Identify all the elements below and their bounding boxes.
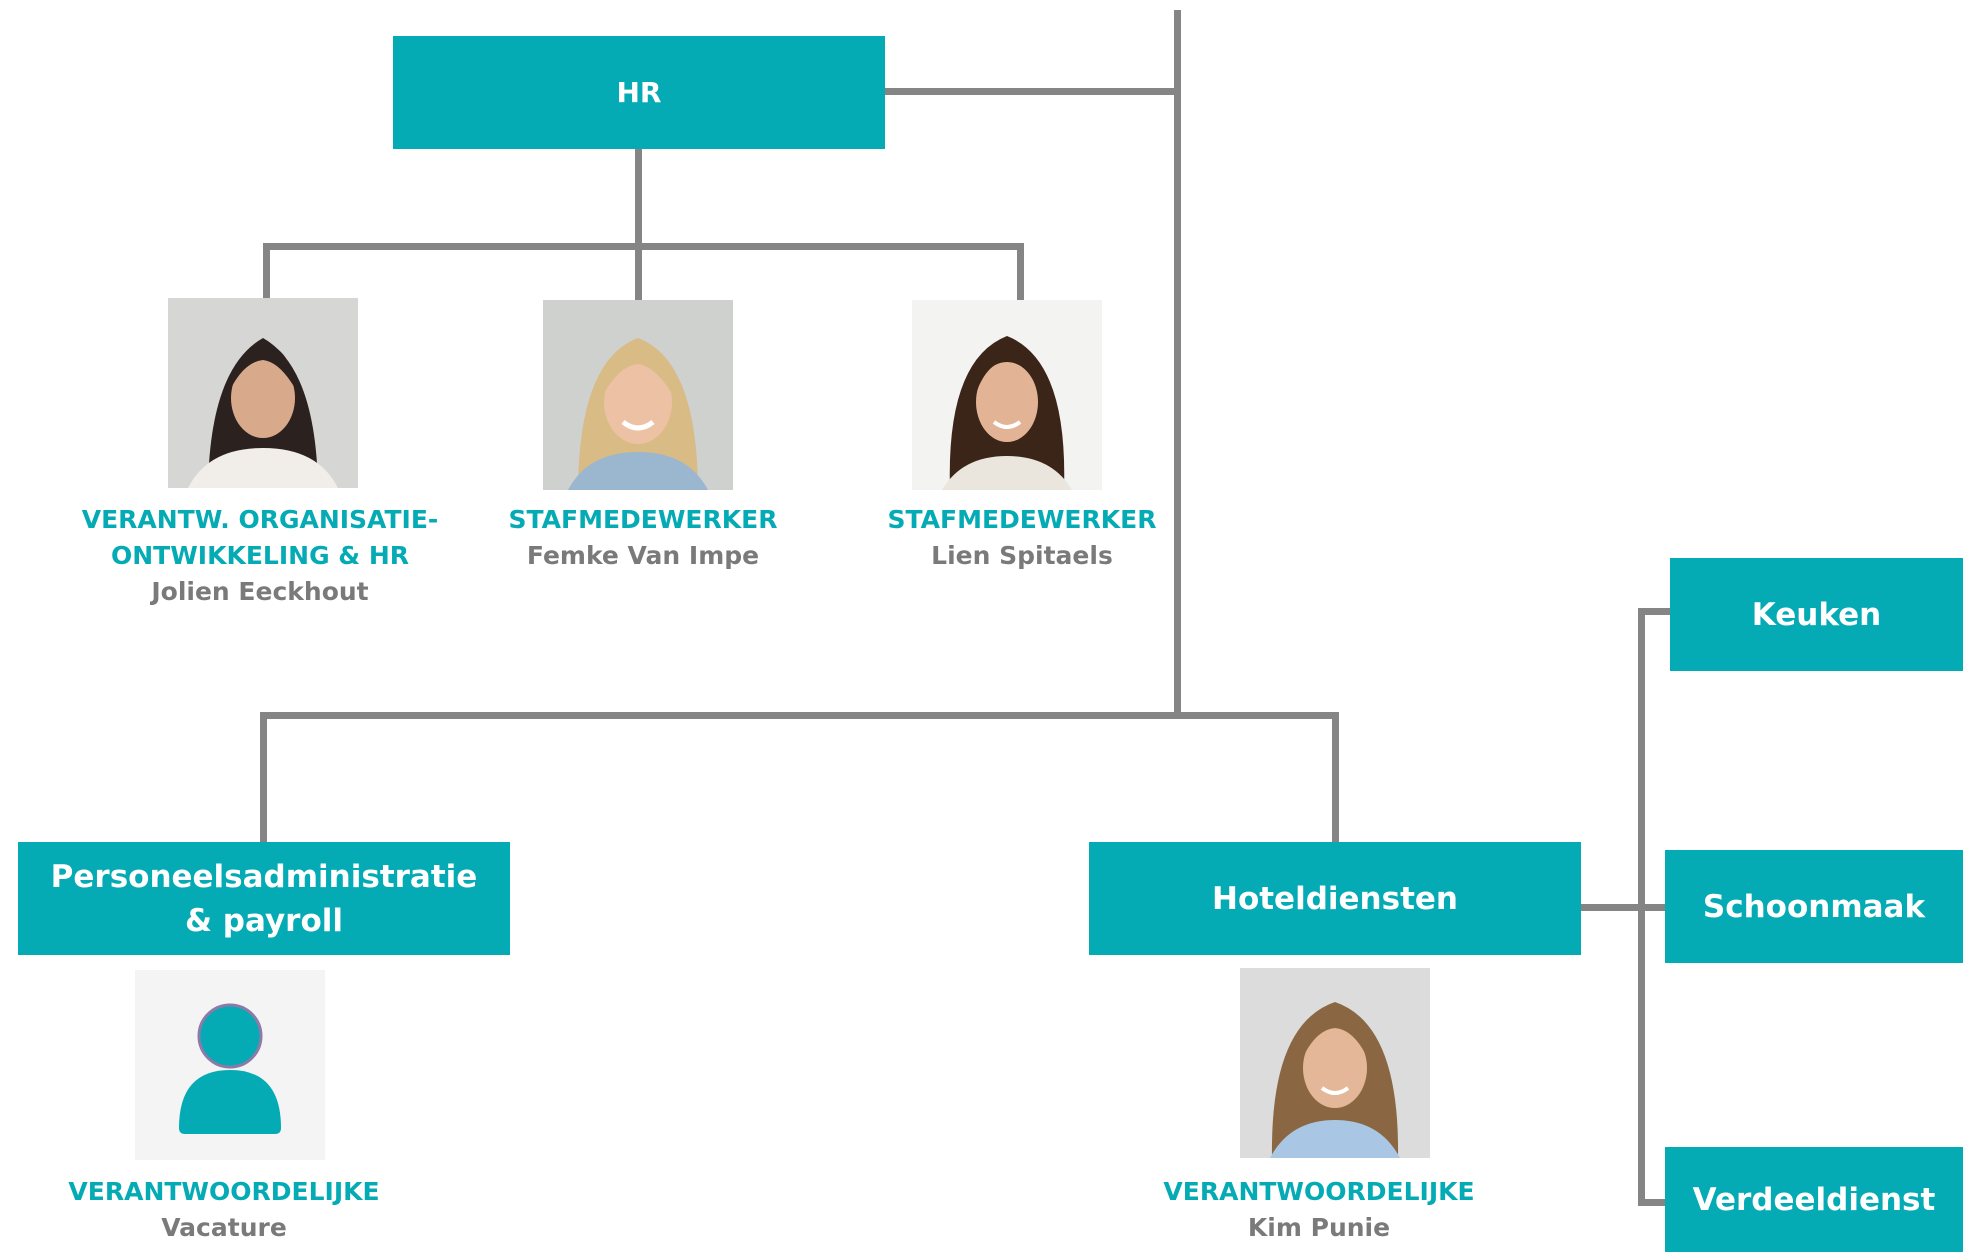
connector-main-vertical [1174, 10, 1181, 716]
name-jolien: Jolien Eeckhout [151, 577, 369, 606]
role-jolien: VERANTW. ORGANISATIE- ONTWIKKELING & HR [81, 505, 439, 570]
label-jolien-eeckhout: VERANTW. ORGANISATIE- ONTWIKKELING & HR … [60, 502, 460, 610]
unit-hoteldiensten: Hoteldiensten [1089, 842, 1581, 955]
unit-hr: HR [393, 36, 885, 149]
connector-hotel-right [1580, 904, 1665, 911]
connector-hr-down [635, 148, 642, 303]
role-lien: STAFMEDEWERKER [887, 505, 1157, 534]
unit-hoteldiensten-label: Hoteldiensten [1212, 880, 1458, 917]
label-kim-punie: VERANTWOORDELIJKE Kim Punie [1139, 1174, 1499, 1246]
label-femke-van-impe: STAFMEDEWERKER Femke Van Impe [483, 502, 803, 574]
role-femke: STAFMEDEWERKER [508, 505, 778, 534]
role-vacature: VERANTWOORDELIJKE [68, 1177, 380, 1206]
name-femke: Femke Van Impe [526, 541, 760, 570]
connector-hr-staff-horizontal [263, 243, 1024, 250]
unit-verdeeldienst-label: Verdeeldienst [1692, 1181, 1936, 1218]
user-placeholder-icon [135, 970, 325, 1160]
photo-femke-van-impe [543, 300, 733, 490]
connector-subunits-vertical [1638, 608, 1645, 1206]
photo-vacature [135, 970, 325, 1160]
photo-jolien-eeckhout [168, 298, 358, 488]
role-kim: VERANTWOORDELIJKE [1163, 1177, 1475, 1206]
name-vacature: Vacature [161, 1213, 287, 1242]
connector-personeel-down [260, 712, 267, 842]
connector-hotel-down [1332, 712, 1339, 842]
unit-schoonmaak: Schoonmaak [1665, 850, 1963, 963]
connector-verdeeldienst [1638, 1199, 1672, 1206]
unit-hr-label: HR [616, 75, 662, 109]
connector-keuken [1638, 608, 1672, 615]
connector-units-horizontal [260, 712, 1339, 719]
unit-schoonmaak-label: Schoonmaak [1702, 888, 1926, 925]
unit-keuken-label: Keuken [1751, 596, 1882, 633]
photo-kim-punie [1240, 968, 1430, 1158]
connector-staff-right [1017, 243, 1024, 300]
unit-keuken: Keuken [1670, 558, 1963, 671]
unit-verdeeldienst: Verdeeldienst [1665, 1147, 1963, 1252]
unit-personeelsadministratie-label: Personeelsadministratie & payroll [50, 858, 478, 939]
connector-hr-to-main [883, 88, 1181, 95]
connector-staff-left [263, 243, 270, 300]
name-kim: Kim Punie [1247, 1213, 1391, 1242]
unit-personeelsadministratie: Personeelsadministratie & payroll [18, 842, 510, 955]
photo-lien-spitaels [912, 300, 1102, 490]
label-lien-spitaels: STAFMEDEWERKER Lien Spitaels [862, 502, 1182, 574]
name-lien: Lien Spitaels [931, 541, 1113, 570]
label-vacature: VERANTWOORDELIJKE Vacature [44, 1174, 404, 1246]
